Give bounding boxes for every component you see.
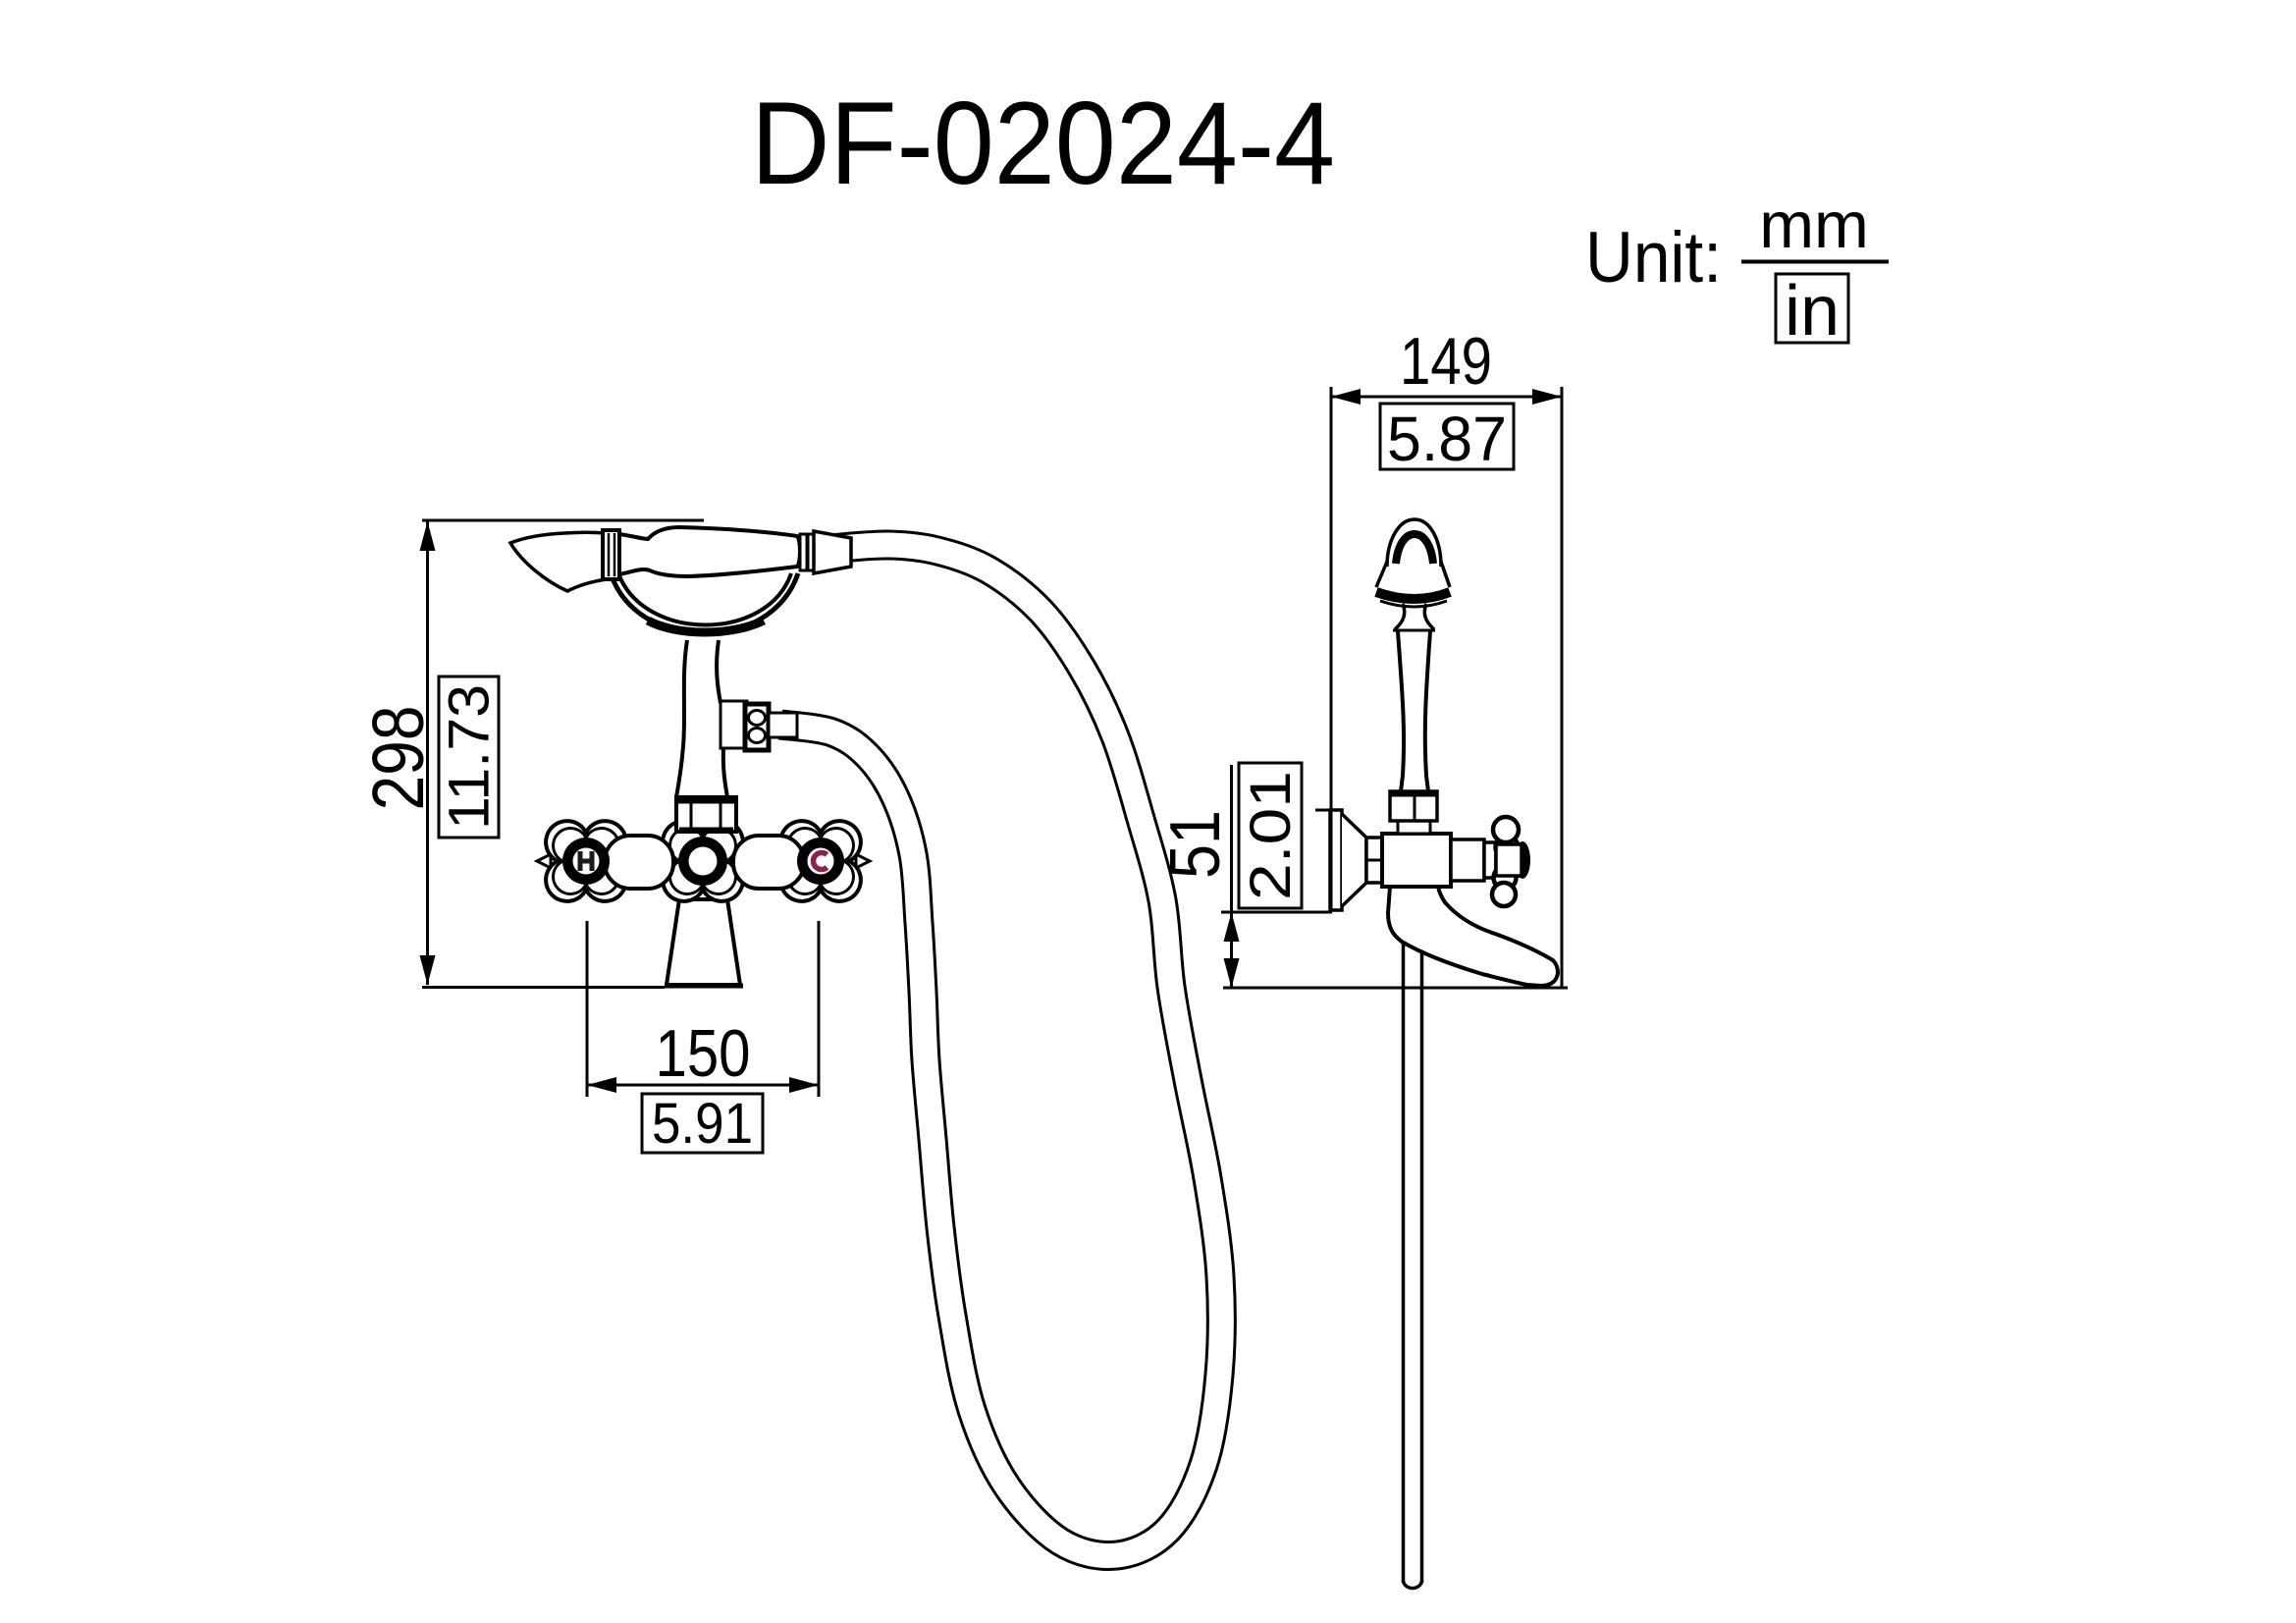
svg-text:Unit:: Unit: <box>1585 218 1722 298</box>
svg-text:298: 298 <box>357 706 439 811</box>
svg-text:51: 51 <box>1156 810 1235 879</box>
svg-text:5.91: 5.91 <box>652 1092 753 1156</box>
svg-text:150: 150 <box>656 1016 751 1091</box>
svg-text:mm: mm <box>1759 189 1869 262</box>
svg-text:5.87: 5.87 <box>1387 404 1507 474</box>
svg-text:11.73: 11.73 <box>438 684 502 830</box>
svg-text:in: in <box>1785 272 1840 351</box>
svg-text:2.01: 2.01 <box>1239 771 1303 900</box>
svg-text:DF-02024-4: DF-02024-4 <box>751 78 1335 209</box>
svg-text:149: 149 <box>1400 324 1492 399</box>
